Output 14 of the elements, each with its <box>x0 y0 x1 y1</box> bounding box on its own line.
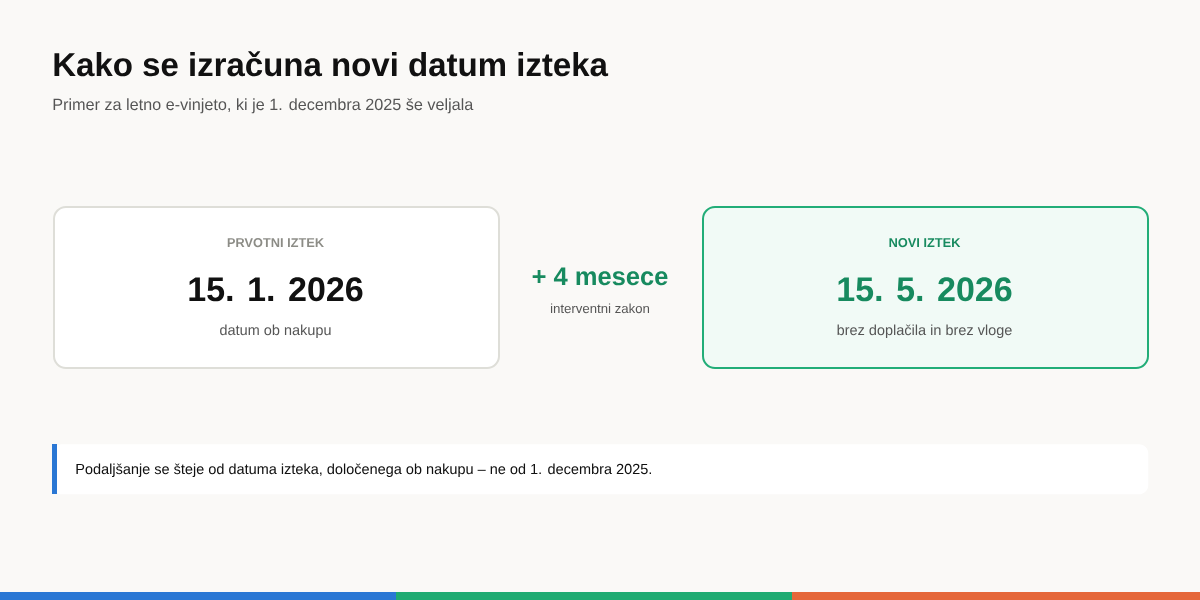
increment-note: interventni zakon <box>551 303 649 314</box>
card <box>53 206 500 369</box>
date-value: 15. 1. 2026 <box>189 277 363 302</box>
card <box>702 206 1149 369</box>
card-heading: NOVI IZTEK <box>889 238 961 248</box>
subtitle: Primer za letno e-vinjeto, ki je 1. decembra 2025 še veljala <box>53 98 474 114</box>
card-heading: PRVOTNI IZTEK <box>227 238 324 248</box>
card-subtext: brez doplačila in brez vloge <box>837 324 1012 338</box>
note-text: Podaljšanje se šteje od datuma izteka, določenega ob nakupu – ne od 1. decembra 2025. <box>76 463 651 477</box>
increment-label: + 4 mesece <box>532 267 668 286</box>
note-box <box>52 444 1149 495</box>
date-value: 15. 5. 2026 <box>838 277 1012 302</box>
card-subtext: datum ob nakupu <box>220 324 331 338</box>
title: Kako se izračuna novi datum izteka <box>54 51 609 77</box>
